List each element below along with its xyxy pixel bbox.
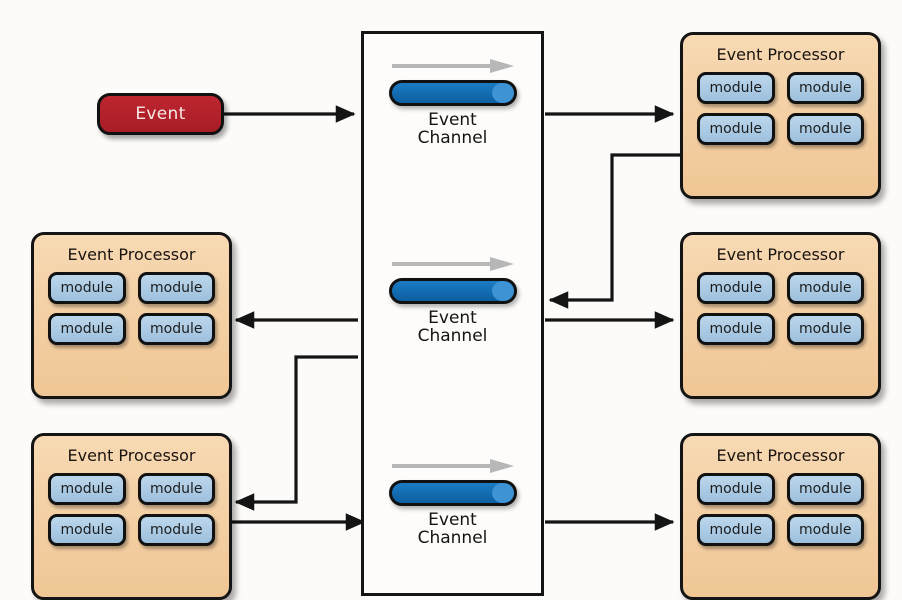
processor-middle-right[interactable]: Event Processor module module module mod…: [680, 232, 881, 399]
module-box[interactable]: module: [697, 473, 775, 505]
module-box[interactable]: module: [786, 313, 864, 345]
module-box[interactable]: module: [697, 113, 775, 145]
channel-middle-label-line2: Channel: [417, 325, 488, 346]
module-box[interactable]: module: [48, 473, 126, 505]
module-box[interactable]: module: [786, 272, 864, 304]
flow-arrow-icon-bottom: [391, 459, 514, 473]
flow-arrow-icon-middle: [391, 257, 514, 271]
event-channel-middle[interactable]: Event Channel: [364, 256, 541, 346]
processor-bottom-right-modules: module module module module: [683, 473, 878, 558]
event-source-box[interactable]: Event: [97, 93, 224, 135]
event-source-label: Event: [135, 104, 186, 124]
module-box[interactable]: module: [137, 313, 215, 345]
channel-pill-top: [388, 80, 517, 106]
channel-bottom-label-line1: Event: [428, 510, 477, 530]
processor-bottom-left-title: Event Processor: [67, 446, 196, 465]
processor-middle-left[interactable]: Event Processor module module module mod…: [31, 232, 232, 399]
processor-middle-left-title: Event Processor: [67, 245, 196, 264]
processor-middle-right-title: Event Processor: [716, 245, 845, 264]
processor-bottom-left-modules: module module module module: [34, 473, 229, 558]
module-box[interactable]: module: [786, 113, 864, 145]
module-box[interactable]: module: [697, 313, 775, 345]
module-box[interactable]: module: [137, 514, 215, 546]
event-channel-bottom[interactable]: Event Channel: [364, 458, 541, 548]
module-box[interactable]: module: [137, 272, 215, 304]
module-box[interactable]: module: [697, 272, 775, 304]
channel-middle-label: Event Channel: [364, 308, 541, 346]
connector-processor-top-right-to-channel-middle: [548, 153, 680, 309]
processor-middle-right-modules: module module module module: [683, 272, 878, 357]
module-box[interactable]: module: [697, 514, 775, 546]
event-channel-container: Event Channel Event Channel: [361, 31, 544, 596]
channel-middle-label-line1: Event: [428, 308, 477, 328]
channel-top-label-line1: Event: [428, 110, 477, 130]
channel-pill-cap-bottom: [491, 483, 514, 503]
module-box[interactable]: module: [48, 272, 126, 304]
processor-middle-left-modules: module module module module: [34, 272, 229, 357]
module-box[interactable]: module: [786, 72, 864, 104]
processor-top-right-title: Event Processor: [716, 45, 845, 64]
module-box[interactable]: module: [786, 473, 864, 505]
channel-top-label: Event Channel: [364, 110, 541, 148]
processor-top-right[interactable]: Event Processor module module module mod…: [680, 32, 881, 199]
channel-pill-middle: [388, 278, 517, 304]
channel-pill-cap-top: [491, 83, 514, 103]
module-box[interactable]: module: [137, 473, 215, 505]
processor-bottom-right[interactable]: Event Processor module module module mod…: [680, 433, 881, 600]
channel-top-label-line2: Channel: [417, 127, 488, 148]
channel-bottom-label: Event Channel: [364, 510, 541, 548]
processor-bottom-right-title: Event Processor: [716, 446, 845, 465]
channel-bottom-label-line2: Channel: [417, 527, 488, 548]
processor-top-right-modules: module module module module: [683, 72, 878, 157]
connector-channel-middle-to-processor-bottom-left: [234, 355, 358, 511]
event-channel-top[interactable]: Event Channel: [364, 58, 541, 148]
channel-pill-cap-middle: [491, 281, 514, 301]
processor-bottom-left[interactable]: Event Processor module module module mod…: [31, 433, 232, 600]
module-box[interactable]: module: [697, 72, 775, 104]
module-box[interactable]: module: [786, 514, 864, 546]
flow-arrow-icon-top: [391, 59, 514, 73]
channel-pill-bottom: [388, 480, 517, 506]
module-box[interactable]: module: [48, 514, 126, 546]
module-box[interactable]: module: [48, 313, 126, 345]
